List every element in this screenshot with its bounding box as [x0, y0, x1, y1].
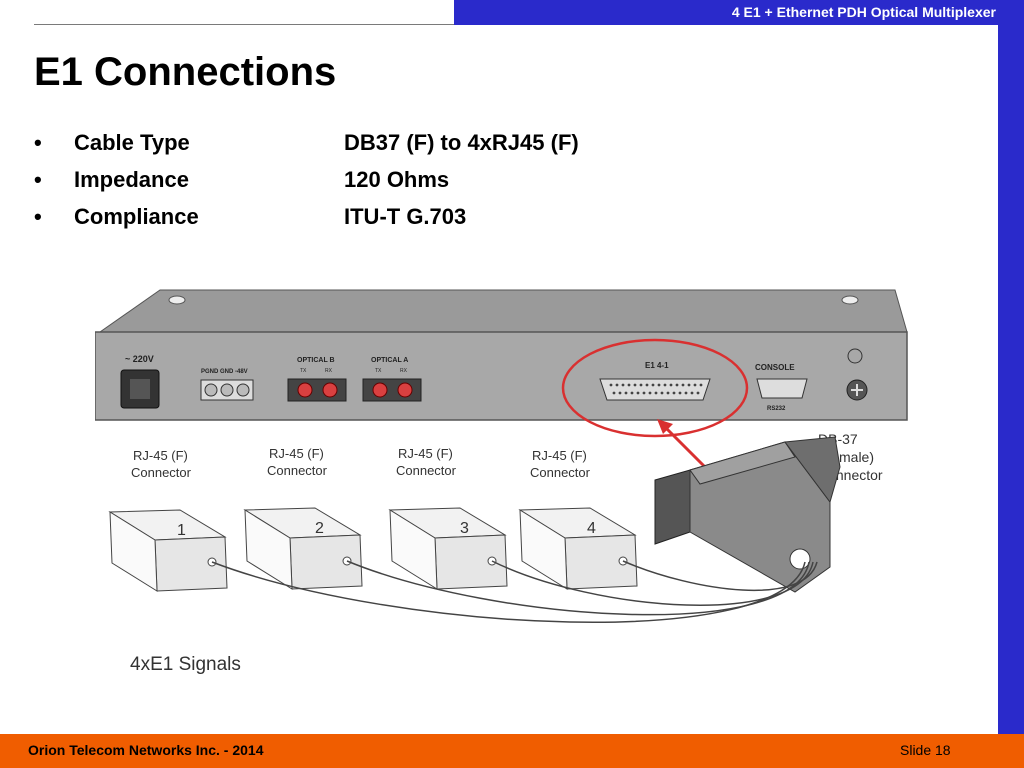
ground-icon [847, 348, 863, 364]
optical-port-icon [297, 382, 313, 398]
power-label: ~ 220V [125, 354, 154, 364]
optical-a-label: OPTICAL A [371, 357, 408, 364]
screw-terminal-icon [236, 383, 250, 397]
footer: Orion Telecom Networks Inc. - 2014 Slide… [0, 734, 1024, 768]
db37-pins [609, 383, 703, 395]
bullet-icon: • [34, 130, 42, 155]
e1-port-label: E1 4-1 [645, 361, 669, 370]
spec-label: Cable Type [74, 130, 190, 155]
rj45-label-3: RJ-45 (F) [398, 446, 453, 461]
rj45-number: 2 [315, 520, 324, 537]
rs232-label: RS232 [767, 406, 786, 412]
spec-label: Compliance [74, 204, 199, 229]
mount-hole-icon [168, 295, 186, 305]
rj45-connector-4: 4 [518, 507, 638, 590]
page-title: E1 Connections [34, 50, 337, 94]
mount-hole-icon [841, 295, 859, 305]
device-rear-panel [95, 331, 908, 421]
rj45-label-1: Connector [131, 465, 192, 480]
product-header: 4 E1 + Ethernet PDH Optical Multiplexer [454, 0, 1000, 25]
spec-label: Impedance [74, 167, 189, 192]
rj45-label-3: Connector [396, 463, 457, 478]
power-socket [130, 379, 150, 399]
header-rule [34, 24, 454, 25]
list-item: • Cable Type DB37 (F) to 4xRJ45 (F) [34, 130, 734, 167]
console-port-icon [756, 378, 808, 399]
optical-port-icon [322, 382, 338, 398]
cables [211, 560, 818, 623]
db37-connector [654, 436, 841, 593]
spec-value: DB37 (F) to 4xRJ45 (F) [344, 130, 579, 155]
tx-label: TX [375, 368, 382, 374]
console-label: CONSOLE [755, 363, 795, 372]
arrow-head-icon [657, 419, 673, 434]
spec-value: 120 Ohms [344, 167, 450, 192]
tx-label: TX [300, 368, 307, 374]
device-top-panel [98, 289, 908, 333]
screw-terminal-icon [220, 383, 234, 397]
rj45-connector-1: 1 [108, 509, 228, 592]
signals-label: 4xE1 Signals [130, 654, 241, 675]
company-name: Orion Telecom Networks Inc. - 2014 [28, 742, 264, 758]
slide-number: Slide 18 [900, 742, 951, 758]
list-item: • Compliance ITU-T G.703 [34, 204, 734, 241]
rj45-number: 1 [177, 522, 186, 539]
bullet-icon: • [34, 204, 42, 229]
optical-port-icon [397, 382, 413, 398]
screw-terminal-icon [204, 383, 218, 397]
spec-value: ITU-T G.703 [344, 204, 467, 229]
rj45-connector-3: 3 [388, 507, 508, 590]
rj45-label-2: Connector [267, 463, 328, 478]
screw-cross [851, 384, 863, 396]
rj45-connector-2: 2 [243, 507, 363, 590]
rj45-label-4: Connector [530, 465, 591, 480]
bullet-icon: • [34, 167, 42, 192]
right-accent-bar [998, 0, 1024, 734]
optical-b-label: OPTICAL B [297, 357, 335, 364]
rj45-number: 3 [460, 520, 469, 537]
rj45-label-1: RJ-45 (F) [133, 448, 188, 463]
connection-diagram: ~ 220V PGND GND -48V OPTICAL B TX RX OPT… [95, 289, 908, 675]
list-item: • Impedance 120 Ohms [34, 167, 734, 204]
optical-port-icon [372, 382, 388, 398]
terminal-label: PGND GND -48V [201, 369, 248, 375]
rj45-number: 4 [587, 520, 596, 537]
rx-label: RX [400, 368, 408, 374]
db37-port-icon [599, 378, 711, 401]
rx-label: RX [325, 368, 333, 374]
e1-highlight-circle [561, 338, 749, 438]
rj45-label-4: RJ-45 (F) [532, 448, 587, 463]
rj45-label-2: RJ-45 (F) [269, 446, 324, 461]
spec-list: • Cable Type DB37 (F) to 4xRJ45 (F) • Im… [34, 130, 734, 241]
